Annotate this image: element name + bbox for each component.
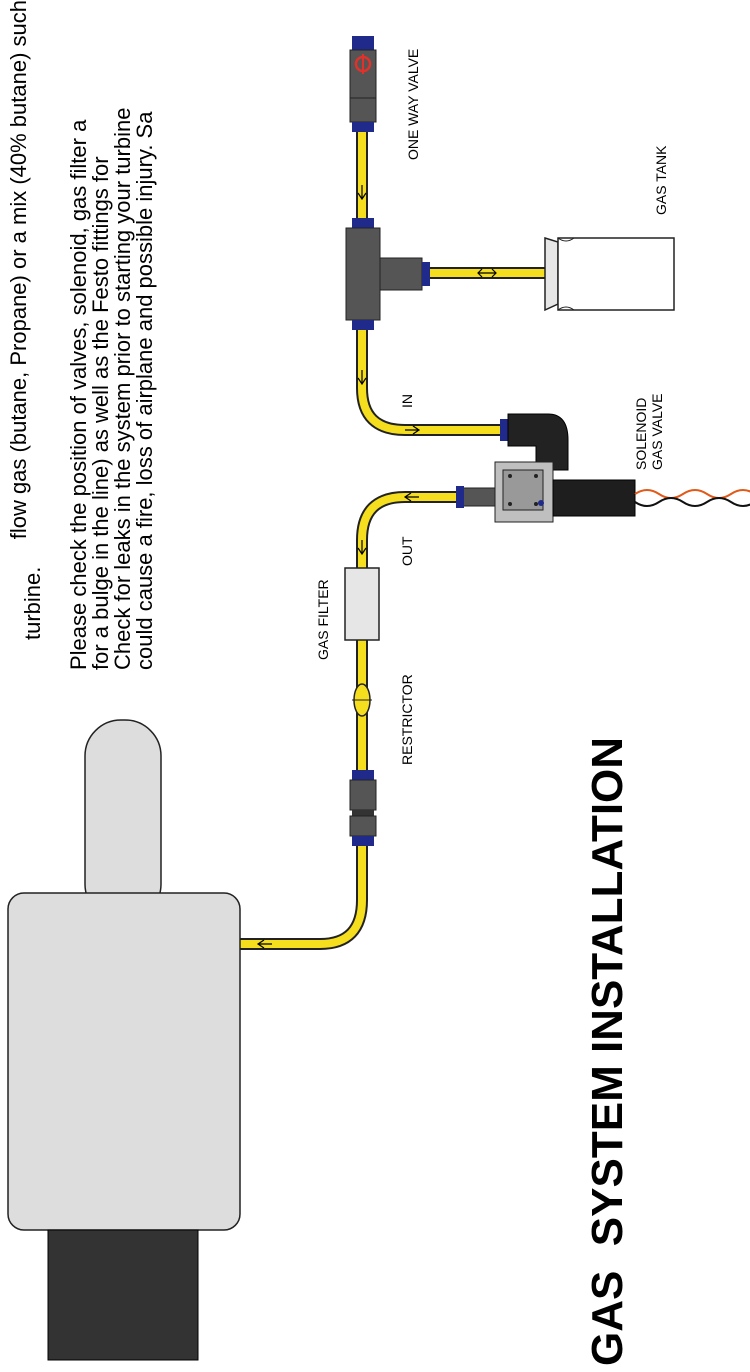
arrow-right-icon [405, 425, 421, 435]
label-restrictor: RESTRICTOR [399, 674, 415, 765]
t-fitting [345, 218, 430, 330]
arrow-left-icon [403, 492, 419, 502]
instruction-line-1: Please check the position of valves, sol… [66, 119, 91, 670]
component-labels: ONE WAY VALVE GAS TANK IN SOLENOID GAS V… [315, 49, 669, 765]
flow-arrows [256, 185, 497, 949]
instruction-line-3: Check for leaks in the system prior to s… [110, 108, 135, 670]
arrow-down-icon [357, 185, 367, 201]
arrow-down-icon [357, 370, 367, 386]
solenoid-gas-valve [456, 413, 750, 523]
gas-filter [344, 567, 380, 641]
restrictor [352, 683, 372, 717]
intro-line-2: turbine. [20, 567, 45, 640]
label-in: IN [399, 394, 415, 408]
intro-text: flow gas (butane, Propane) or a mix (40%… [6, 0, 45, 640]
label-gas-tank: GAS TANK [653, 145, 669, 215]
label-gas-valve: GAS VALVE [649, 393, 665, 470]
gas-tank [544, 236, 675, 312]
coupling-fitting [349, 770, 377, 846]
label-one-way-valve: ONE WAY VALVE [405, 49, 421, 160]
arrow-down-icon [357, 540, 367, 556]
turbine [7, 719, 241, 1361]
intro-line-1: flow gas (butane, Propane) or a mix (40%… [6, 0, 31, 539]
instruction-line-2: for a bulge in the line) as well as the … [88, 156, 113, 670]
gas-tubes [240, 132, 545, 950]
arrow-left-icon [256, 939, 272, 949]
one-way-valve [349, 36, 377, 132]
label-solenoid: SOLENOID [633, 398, 649, 470]
page-title: GAS SYSTEM INSTALLATION [583, 737, 632, 1366]
instructions-paragraph: Please check the position of valves, sol… [66, 108, 157, 670]
label-gas-filter: GAS FILTER [315, 579, 331, 660]
double-arrow-icon [477, 268, 497, 278]
label-out: OUT [399, 536, 415, 566]
instruction-line-4: could cause a fire, loss of airplane and… [132, 111, 157, 670]
